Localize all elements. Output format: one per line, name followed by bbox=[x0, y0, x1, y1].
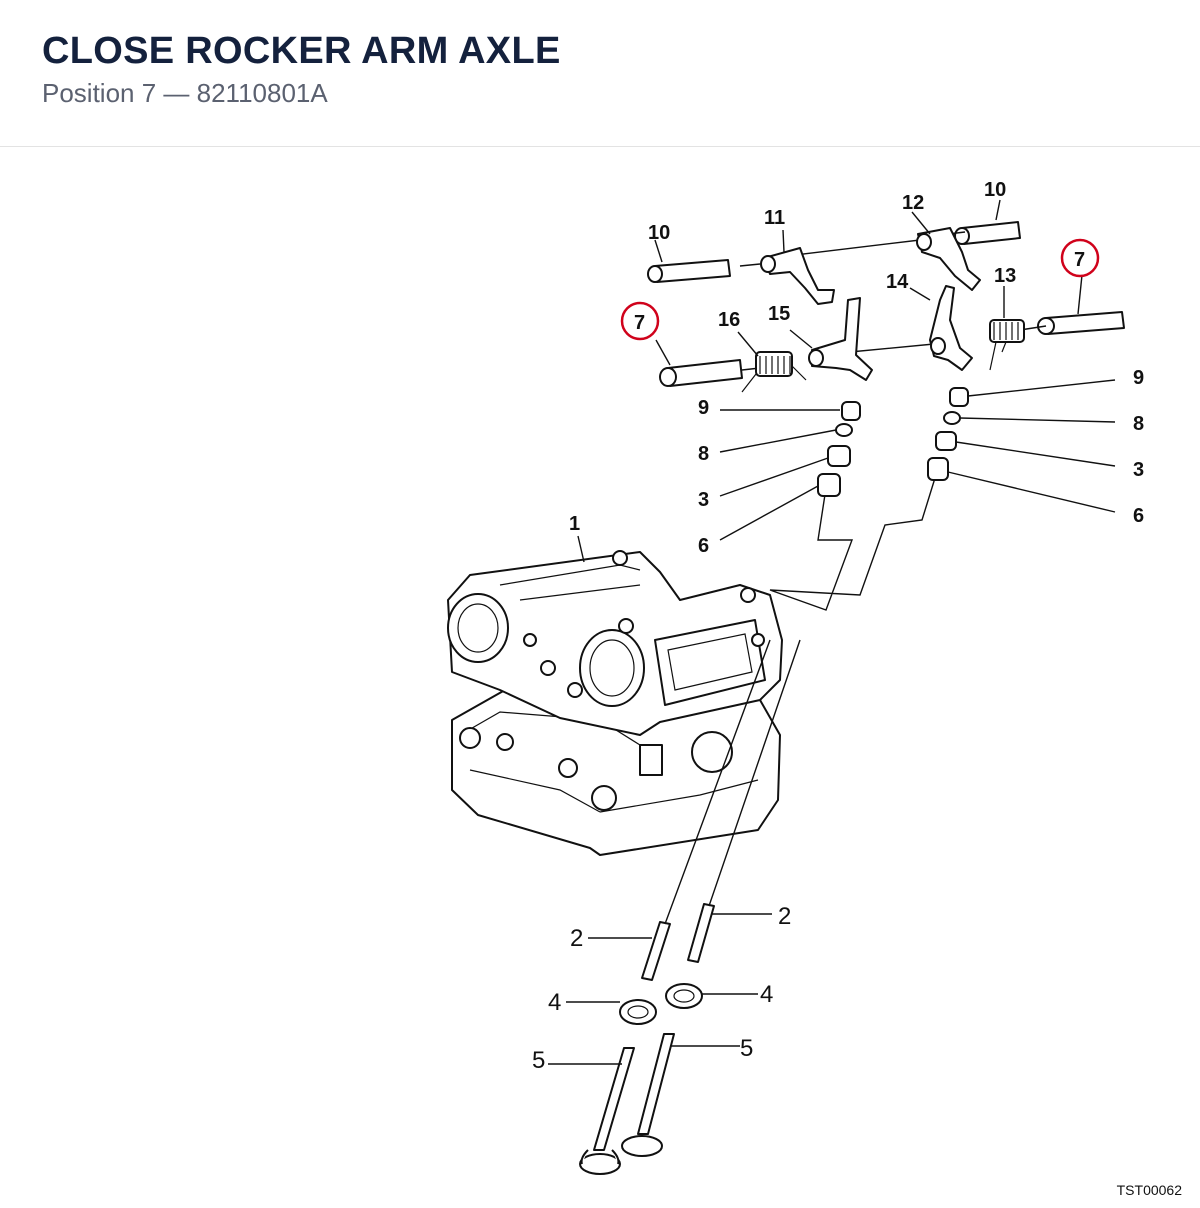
spring-16 bbox=[741, 351, 807, 393]
callout-8-right: 8 bbox=[1133, 413, 1144, 435]
cap-9-left bbox=[841, 401, 861, 421]
callout-4-right: 4 bbox=[760, 981, 773, 1008]
highlight-circle-7-right bbox=[1060, 238, 1100, 278]
header: CLOSE ROCKER ARM AXLE Position 7 — 82110… bbox=[0, 0, 1200, 147]
valve-seat-right bbox=[665, 983, 703, 1009]
retainer-3-left bbox=[827, 445, 851, 467]
leader-lines bbox=[548, 199, 1116, 1065]
rocker-arm-11 bbox=[760, 247, 835, 305]
collet-8-right bbox=[943, 411, 961, 425]
figure-reference: TST00062 bbox=[1116, 1182, 1182, 1198]
retainer-3-right bbox=[935, 431, 957, 451]
cap-9-right bbox=[949, 387, 969, 407]
callout-7-left: 7 bbox=[634, 312, 645, 334]
valve-guide-right bbox=[687, 903, 715, 963]
page-subtitle: Position 7 — 82110801A bbox=[42, 78, 328, 108]
callout-13: 13 bbox=[994, 265, 1016, 287]
spring-13 bbox=[989, 319, 1025, 371]
callout-3-left: 3 bbox=[698, 489, 709, 511]
callout-10-right: 10 bbox=[984, 179, 1006, 201]
pin-right bbox=[954, 221, 1021, 245]
page-title: CLOSE ROCKER ARM AXLE bbox=[42, 30, 561, 72]
valve-left bbox=[579, 1047, 635, 1175]
valve-guide-left bbox=[641, 921, 671, 981]
callout-6-left: 6 bbox=[698, 535, 709, 557]
seal-6-left bbox=[817, 473, 841, 497]
callout-10-left: 10 bbox=[648, 222, 670, 244]
seal-6-right bbox=[927, 457, 949, 481]
callout-1: 1 bbox=[569, 513, 580, 535]
callout-12: 12 bbox=[902, 192, 924, 214]
callout-2-left: 2 bbox=[570, 925, 583, 952]
callout-9-left: 9 bbox=[698, 397, 709, 419]
callout-5-left: 5 bbox=[532, 1047, 545, 1074]
callout-16: 16 bbox=[718, 309, 740, 331]
callout-15: 15 bbox=[768, 303, 790, 325]
callout-3-right: 3 bbox=[1133, 459, 1144, 481]
callout-9-right: 9 bbox=[1133, 367, 1144, 389]
valve-seat-left bbox=[619, 999, 657, 1025]
callout-6-right: 6 bbox=[1133, 505, 1144, 527]
rocker-arm-12 bbox=[916, 227, 981, 291]
callout-2-right: 2 bbox=[778, 903, 791, 930]
rocker-arm-14 bbox=[929, 285, 973, 371]
callout-5-right: 5 bbox=[740, 1035, 753, 1062]
rocker-shaft-left bbox=[659, 359, 743, 387]
rocker-arm-15 bbox=[808, 297, 873, 381]
pin-left bbox=[647, 259, 731, 283]
valve-right bbox=[621, 1033, 675, 1157]
collet-8-left bbox=[835, 423, 853, 437]
callout-11: 11 bbox=[764, 207, 785, 229]
callout-4-left: 4 bbox=[548, 989, 561, 1016]
callout-7-right: 7 bbox=[1074, 249, 1085, 271]
highlight-circle-7-left bbox=[620, 301, 660, 341]
rocker-shaft-right bbox=[1037, 311, 1125, 335]
callout-14: 14 bbox=[886, 271, 909, 293]
cylinder-head bbox=[447, 550, 783, 856]
callout-8-left: 8 bbox=[698, 443, 709, 465]
